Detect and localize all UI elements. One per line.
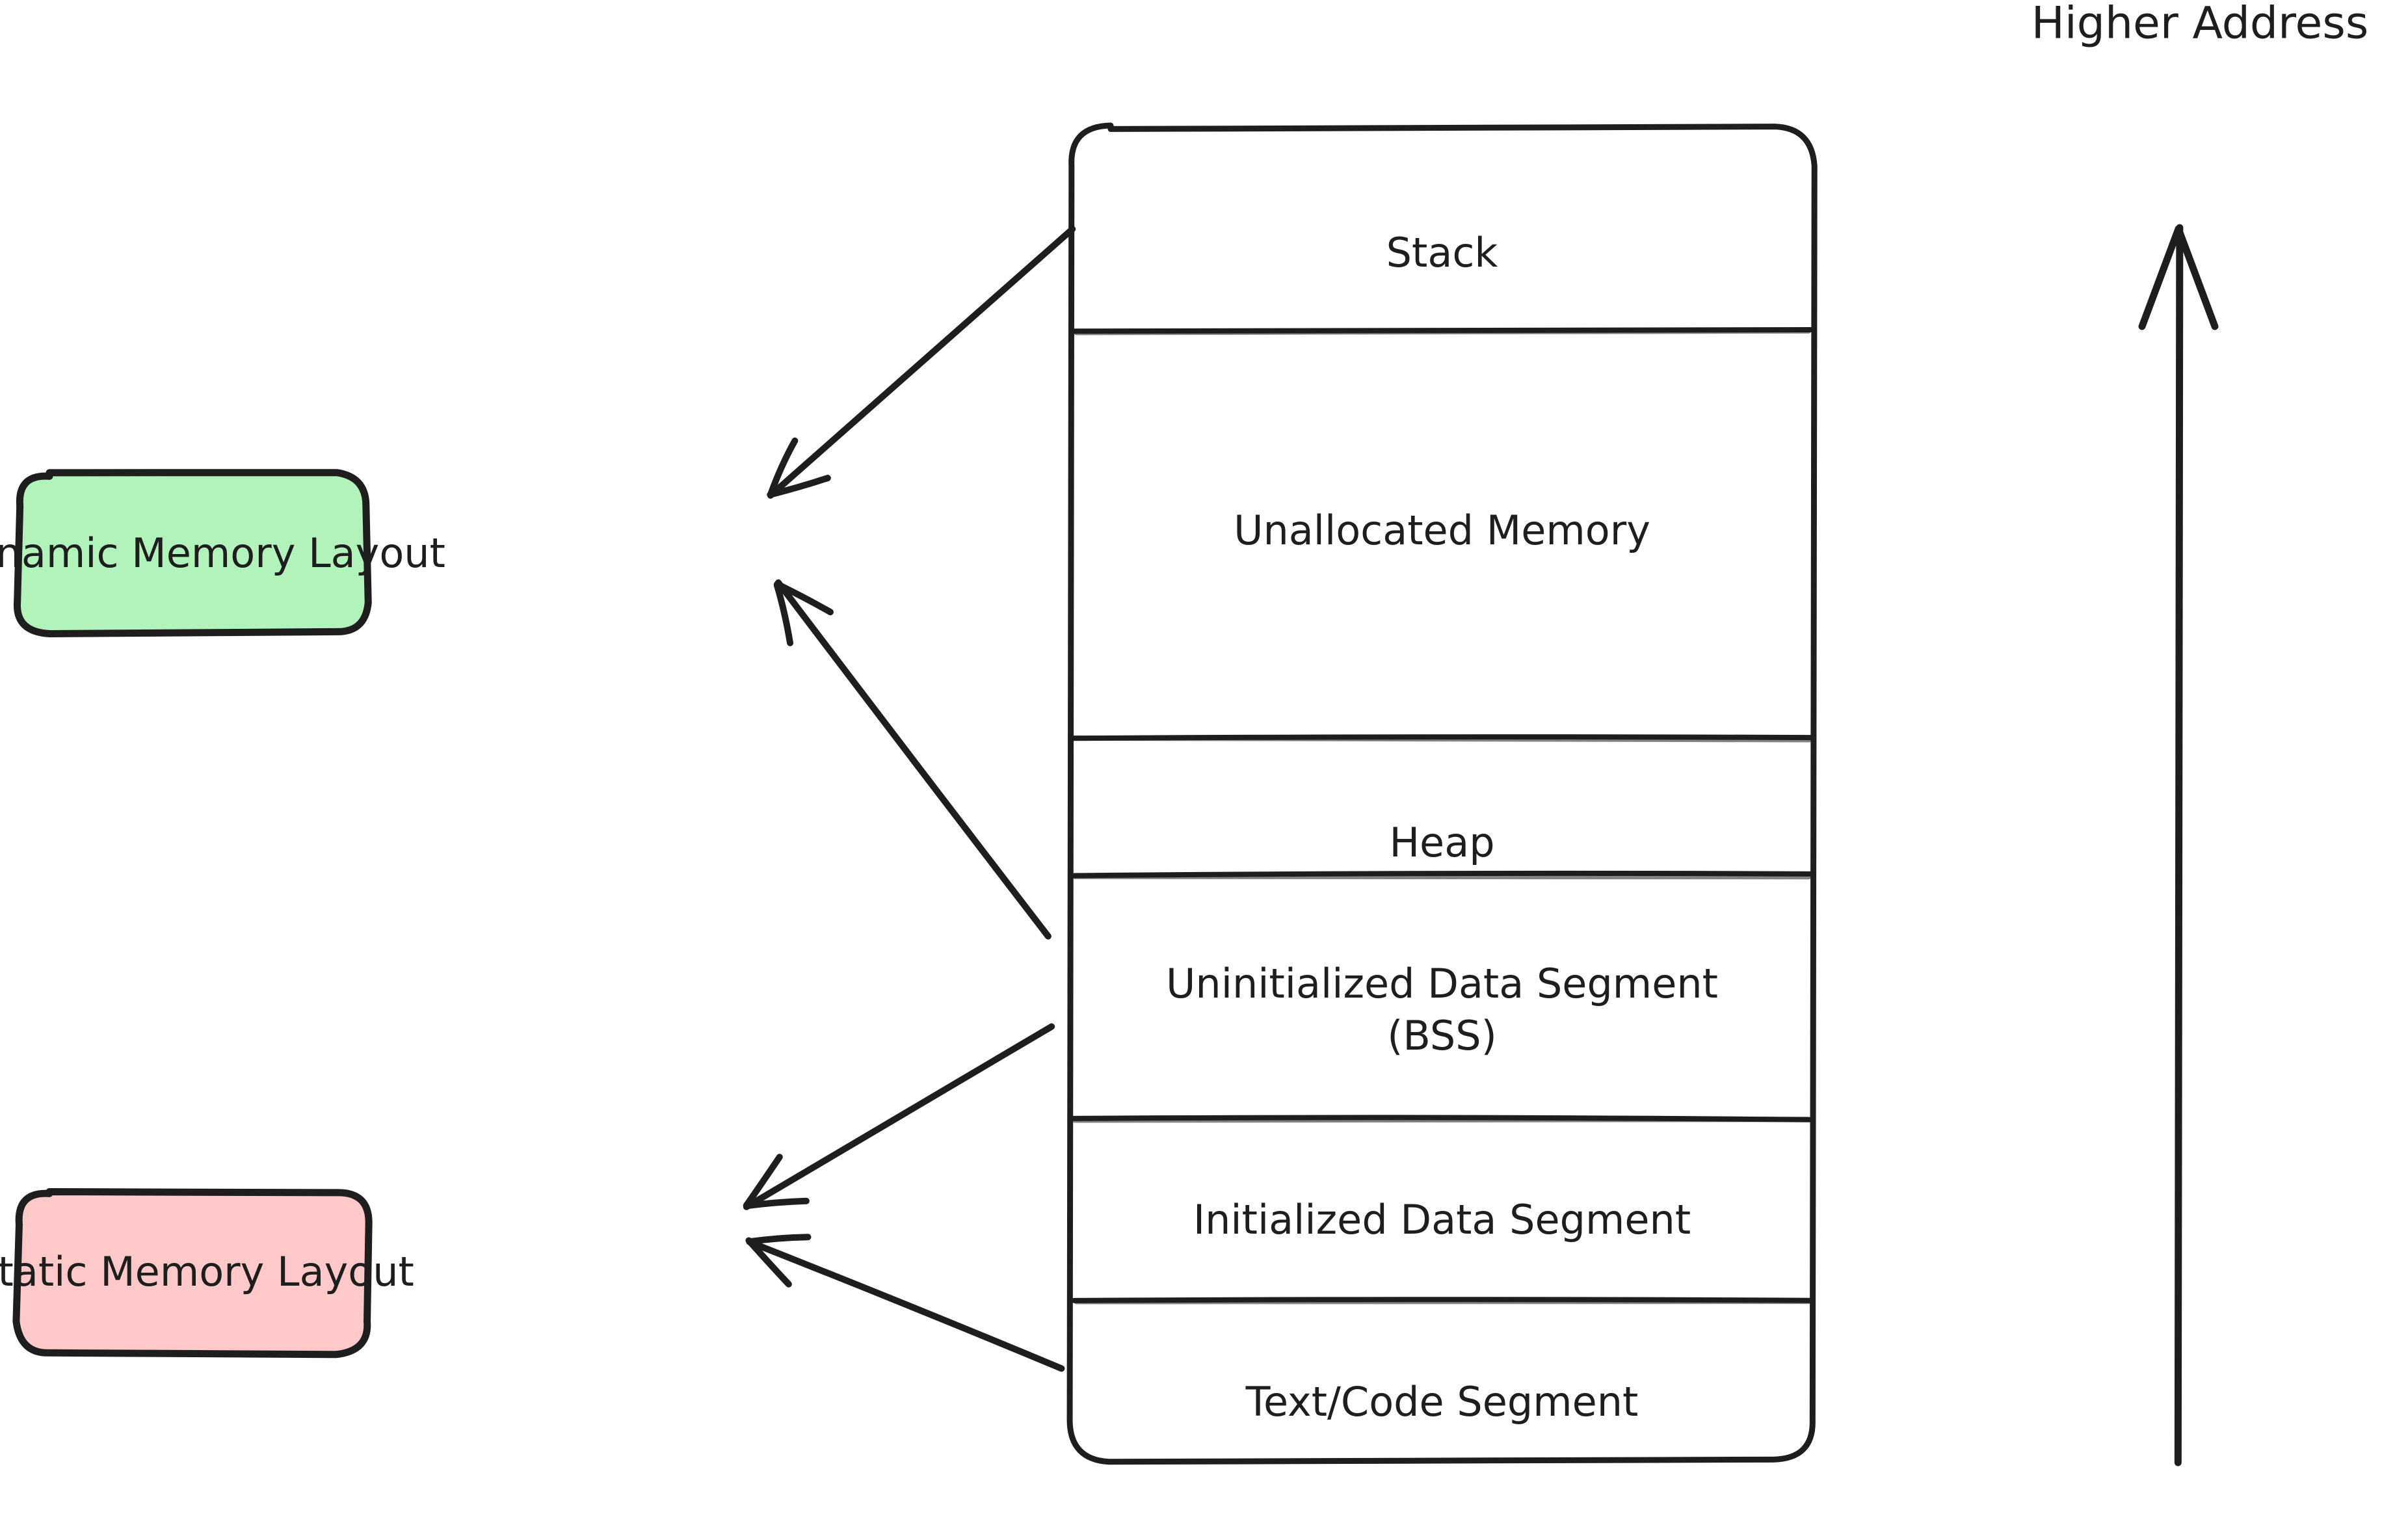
- higher-address-arrow-icon: [2138, 224, 2219, 1466]
- connector-arrows: [743, 226, 1076, 1372]
- arrowhead-stack-to-dynamic-0: [767, 437, 799, 498]
- arrowhead-text-to-static-1: [745, 1237, 792, 1288]
- arrowhead-text-to-static-0: [746, 1234, 812, 1245]
- segment-label-data: Initialized Data Segment: [1193, 1196, 1691, 1243]
- callout-static-label: Static Memory Layout: [0, 1248, 414, 1295]
- segment-divider-4-shadow: [1074, 1299, 1812, 1305]
- arrowhead-bss-to-static-0: [743, 1154, 783, 1209]
- arrowhead-stack-to-dynamic-1: [767, 475, 831, 498]
- higher-address-axis: Higher Address: [2031, 0, 2369, 1466]
- callout-static-fill: [16, 1191, 369, 1355]
- segment-divider-1-shadow: [1072, 735, 1812, 743]
- memory-column-outline: [1066, 122, 1818, 1465]
- connector-heap-to-dynamic: [774, 579, 1052, 940]
- callout-dynamic-outline[interactable]: [14, 469, 372, 638]
- connector-text-to-static: [747, 1239, 1065, 1372]
- memory-segment-dividers: [1069, 327, 1815, 1305]
- arrowhead-bss-to-static-1: [743, 1197, 810, 1210]
- segment-label-heap: Heap: [1389, 819, 1494, 866]
- connector-bss-to-static: [743, 1023, 1055, 1210]
- segment-label-stack: Stack: [1386, 229, 1498, 276]
- callout-dynamic-fill: [17, 472, 369, 634]
- segment-label-unallocated: Unallocated Memory: [1234, 507, 1650, 554]
- memory-column[interactable]: [1066, 122, 1818, 1465]
- segment-label-bss: Uninitialized Data Segment: [1166, 960, 1718, 1007]
- callout-dynamic-label: Dynamic Memory Layout: [0, 529, 445, 577]
- connector-stack-to-dynamic: [767, 226, 1076, 499]
- higher-address-label: Higher Address: [2031, 0, 2369, 49]
- arrowhead-heap-to-dynamic-1: [773, 581, 794, 646]
- segment-divider-0-shadow: [1074, 328, 1812, 336]
- segment-label-bss-line2: (BSS): [1387, 1012, 1497, 1059]
- arrowhead-heap-to-dynamic-0: [774, 581, 834, 616]
- segment-divider-3-shadow: [1072, 1117, 1811, 1123]
- callout-static-outline[interactable]: [12, 1188, 373, 1359]
- segment-label-text: Text/Code Segment: [1245, 1378, 1639, 1426]
